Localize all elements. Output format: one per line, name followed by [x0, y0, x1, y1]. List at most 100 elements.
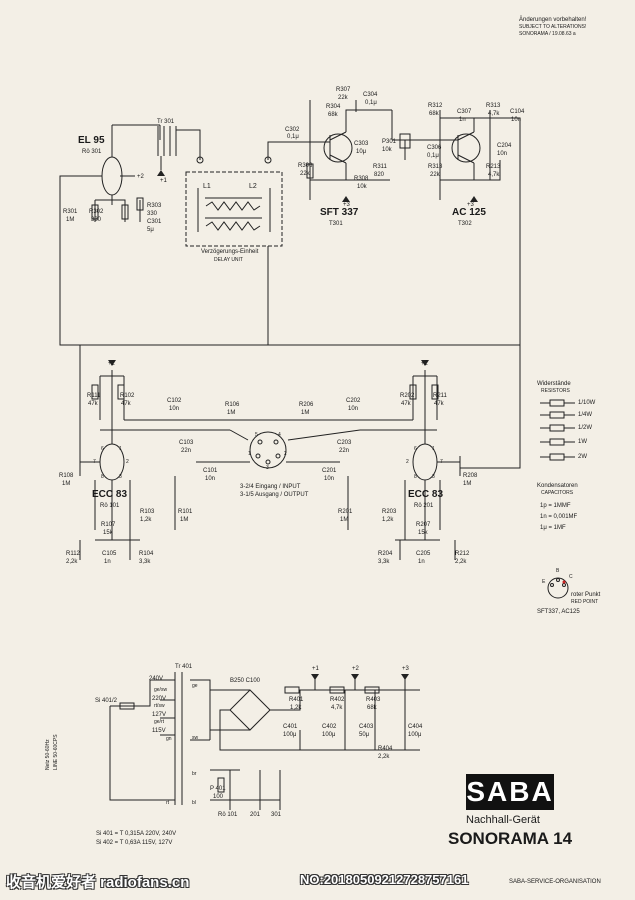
legend-capacitor-unit: 1p = 1MMF — [540, 503, 571, 509]
r106-label: R106 — [225, 402, 240, 408]
bridge-rectifier-symbol — [229, 689, 271, 731]
pin-number: 1 — [119, 446, 122, 452]
p301-value: 10k — [382, 147, 392, 153]
fuse-spec-1: Si 401 = T 0,315A 220V, 240V — [96, 831, 177, 837]
r207-value: 15k — [418, 530, 428, 536]
r206-label: R206 — [299, 402, 314, 408]
r204-label: R204 — [378, 551, 393, 557]
r104-label: R104 — [139, 551, 154, 557]
r102-label: R102 — [120, 393, 135, 399]
c304-value: 0,1μ — [365, 100, 377, 106]
c403-value: 50μ — [359, 732, 370, 738]
ecc83-right-label: ECC 83 — [408, 489, 444, 500]
supply-plus2: +2 — [352, 666, 359, 672]
c402-value: 100μ — [322, 732, 336, 738]
r403-value: 68k — [367, 705, 377, 711]
r311-label: R311 — [373, 164, 387, 170]
legend-capacitors-en: CAPACITORS — [541, 490, 574, 496]
title: SONORAMA 14 — [448, 829, 573, 848]
r201-value: 1M — [340, 517, 349, 523]
pin-number: 3 — [119, 474, 122, 480]
pin-number: 6 — [414, 446, 417, 452]
pin-number: 6 — [101, 446, 104, 452]
r106-value: 1M — [227, 410, 236, 416]
r208-value: 1M — [463, 481, 472, 487]
tap-127v: 127V — [152, 712, 167, 718]
pin-number: 2 — [406, 459, 409, 465]
r203-value: 1,2k — [382, 517, 394, 523]
pin-number: 8 — [414, 474, 417, 480]
red-point-label-de: roter Punkt — [571, 592, 601, 598]
legend-resistor-rating: 1/10W — [578, 400, 596, 406]
pin-label-c: C — [569, 574, 573, 580]
r308-value: 10k — [357, 184, 367, 190]
c102-value: 10n — [169, 406, 180, 412]
r213-value: 4,7k — [488, 172, 500, 178]
din-pin-number: 4 — [278, 432, 281, 438]
bridge-label: B250 C100 — [230, 678, 261, 684]
mains-label-en: LINE 50-60CPS — [53, 734, 59, 770]
supply-plus2-left: +2 — [108, 361, 115, 367]
l1-label: L1 — [203, 183, 211, 190]
c204-value: 10n — [497, 151, 508, 157]
r401-label: R401 — [289, 697, 304, 703]
pin-number: 2 — [126, 459, 129, 465]
red-point-marker — [562, 580, 566, 584]
din-pin-number: 3 — [266, 465, 269, 471]
tap-240v: 240V — [149, 676, 164, 682]
delay-unit-label-de: Verzögerungs-Einheit — [201, 249, 259, 255]
r302-value: 330 — [91, 217, 102, 223]
c302-label: C302 — [285, 127, 300, 133]
r308-label: R308 — [354, 176, 369, 182]
r107-value: 15k — [103, 530, 113, 536]
r212-label: R212 — [455, 551, 470, 557]
heater-201: 201 — [250, 812, 261, 818]
r304-value: 68k — [328, 112, 338, 118]
c201-label: C201 — [322, 468, 337, 474]
c203-label: C203 — [337, 440, 352, 446]
c103-value: 22n — [181, 448, 192, 454]
r404-label: R404 — [378, 746, 393, 752]
wire-rt: rt — [166, 800, 170, 806]
p301-label: P301 — [382, 139, 397, 145]
el95-label: EL 95 — [78, 135, 105, 146]
heater-ro101: Rö 101 — [218, 812, 238, 818]
watermark: 收音机爱好者 radiofans.cn — [6, 874, 190, 891]
subtitle: Nachhall-Gerät — [466, 814, 540, 826]
r211-value: 47k — [434, 401, 444, 407]
r206-value: 1M — [301, 410, 310, 416]
c204-label: C204 — [497, 143, 512, 149]
r303-value: 330 — [147, 211, 158, 217]
legend-resistor-symbols — [540, 399, 575, 461]
c205-value: 1n — [418, 559, 425, 565]
legend-resistor-rating: 2W — [578, 454, 587, 460]
r102-value: 47k — [121, 401, 131, 407]
din-pin-number: 2 — [284, 451, 287, 457]
legend-resistor-rating: 1/2W — [578, 425, 593, 431]
r306-label: R306 — [298, 163, 313, 169]
fuse-spec-2: Si 402 = T 0,63A 115V, 127V — [96, 840, 173, 846]
supply-plus3-t301: +3 — [343, 202, 350, 208]
r101-value: 1M — [180, 517, 189, 523]
c306-value: 0,1μ — [427, 153, 439, 159]
supply-plus3-t302: +3 — [467, 202, 474, 208]
c102-label: C102 — [167, 398, 182, 404]
r301-value: 1M — [66, 217, 75, 223]
c105-value: 1n — [104, 559, 111, 565]
r112-label: R112 — [66, 551, 80, 557]
heater-301: 301 — [271, 812, 282, 818]
wire-br: br — [192, 771, 197, 777]
c303-value: 10μ — [356, 149, 367, 155]
c301-value: 5μ — [147, 227, 154, 233]
saba-logo: SABA — [466, 774, 554, 810]
c306-label: C306 — [427, 145, 442, 151]
mains-label-de: Netz 50-60Hz — [45, 739, 51, 770]
legend-capacitor-unit: 1n = 0,001MF — [540, 514, 578, 520]
c104-value: 10n — [511, 117, 522, 123]
supply-plus3: +3 — [402, 666, 409, 672]
supply-plus2-right: +2 — [421, 361, 428, 367]
sft337-transistor-symbol — [323, 133, 353, 163]
c301-label: C301 — [147, 219, 162, 225]
t302-label: T302 — [458, 221, 472, 227]
